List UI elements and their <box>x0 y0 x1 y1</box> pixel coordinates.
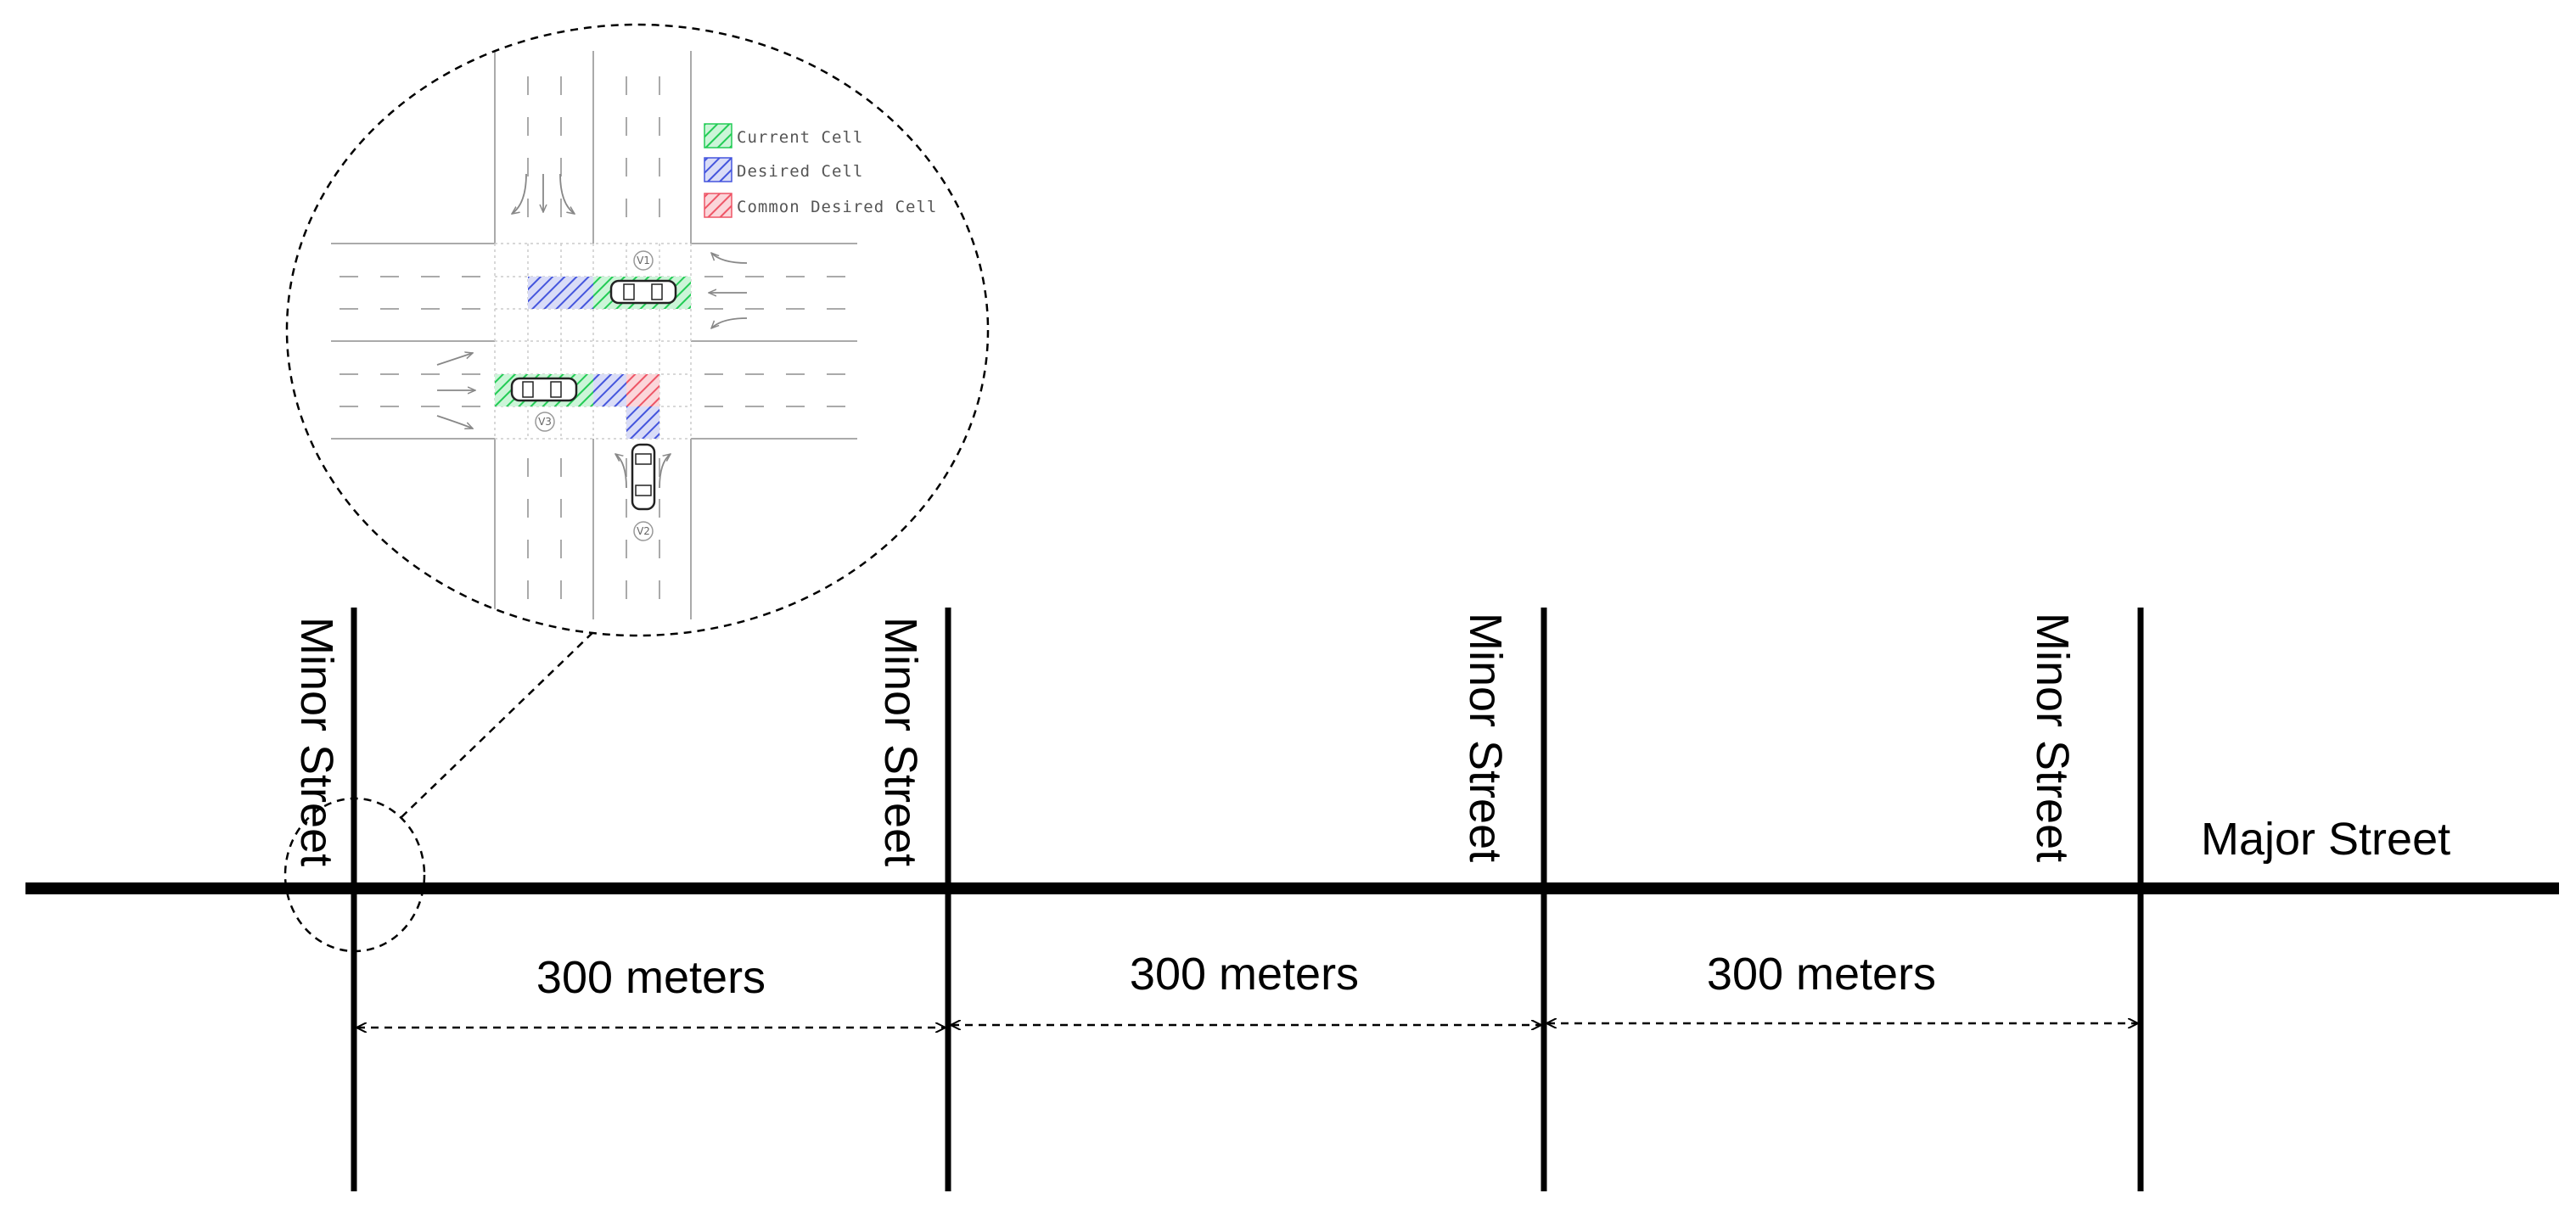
vehicle-label-v2-marker: V2 <box>633 521 654 541</box>
vehicle-label-v3-marker: V3 <box>535 412 555 432</box>
spacing-label-1: 300 meters <box>536 952 766 1003</box>
minor-street-label-2: Minor Street <box>875 617 926 866</box>
vehicle-label-v1-marker: V1 <box>633 250 654 271</box>
legend-swatch-current <box>704 123 732 148</box>
inset-border-circle <box>285 23 990 637</box>
spacing-label-3: 300 meters <box>1707 949 1936 1000</box>
major-street-label: Major Street <box>2201 814 2450 865</box>
desired-cell-v3 <box>593 374 626 406</box>
minor-street-label-3: Minor Street <box>1460 613 1511 862</box>
common-desired-cell <box>626 374 659 406</box>
inset-legend: Current Cell Desired Cell Common Desired… <box>704 123 937 218</box>
vehicle-v3 <box>510 377 578 402</box>
legend-swatch-desired <box>704 157 732 182</box>
legend-swatch-common <box>704 193 732 218</box>
intersection-inset: V1 V2 V3 Current Cell Desired Cell Commo… <box>287 25 988 636</box>
minor-street-label-4: Minor Street <box>2027 613 2078 862</box>
desired-cell-v2 <box>626 406 659 439</box>
vehicle-label-v3: V3 <box>538 416 552 428</box>
legend-label-desired: Desired Cell <box>737 162 863 181</box>
zoom-focus-circle <box>283 797 426 953</box>
vehicle-v1 <box>609 279 677 305</box>
legend-label-current: Current Cell <box>737 128 863 147</box>
legend-label-common: Common Desired Cell <box>737 198 937 216</box>
vehicle-v2 <box>631 443 656 511</box>
spacing-label-2: 300 meters <box>1130 949 1359 1000</box>
zoom-connector-line <box>401 628 598 818</box>
vehicle-label-v2: V2 <box>637 525 650 537</box>
minor-street-label-1: Minor Street <box>291 617 342 866</box>
vehicle-label-v1: V1 <box>637 255 650 266</box>
desired-cell-v1 <box>528 277 593 309</box>
